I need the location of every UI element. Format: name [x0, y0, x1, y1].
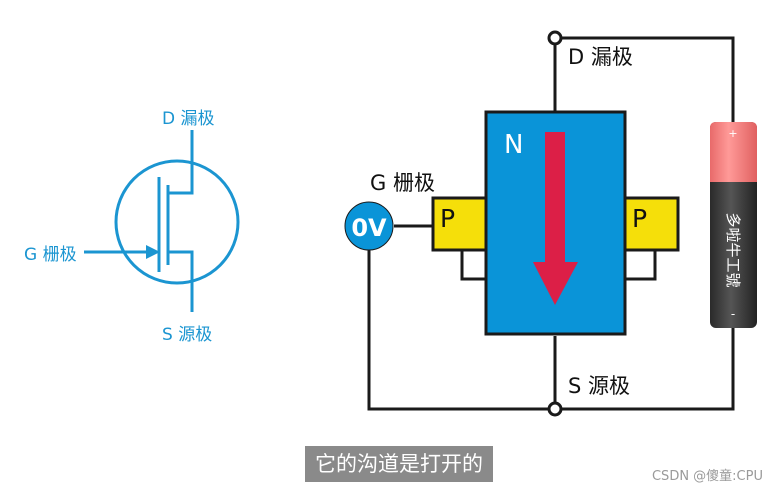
symbol-gate-arrow-icon	[146, 245, 160, 259]
battery: + - 多啦牛工號	[710, 122, 757, 328]
gate-return-wire	[367, 245, 555, 411]
symbol-gate-label: G 栅极	[24, 245, 77, 265]
p-region-right	[623, 196, 680, 252]
battery-plus-sign: +	[728, 127, 737, 140]
p-region-left	[431, 196, 488, 252]
drain-terminal	[547, 30, 563, 46]
p-region-right-label: P	[632, 204, 647, 233]
gate-voltage-value: 0V	[351, 214, 387, 242]
symbol-source-lead	[168, 250, 194, 312]
symbol-drain-lead	[168, 130, 194, 195]
drain-wire	[553, 36, 735, 122]
circuit-wires	[367, 36, 735, 411]
source-wire	[553, 328, 735, 411]
symbol-source-label: S 源极	[162, 325, 212, 345]
symbol-drain-label: D 漏极	[162, 109, 215, 129]
watermark: CSDN @傻童:CPU	[651, 469, 763, 484]
gate-voltage-source	[344, 201, 394, 251]
battery-positive-cap	[710, 122, 757, 182]
source-terminal	[547, 401, 563, 417]
source-label: S 源极	[568, 374, 630, 398]
p-right-contact	[625, 250, 657, 281]
battery-brand-text: 多啦牛工號	[724, 212, 742, 287]
battery-minus-sign: -	[731, 307, 735, 321]
mosfet-symbol	[84, 130, 240, 312]
current-arrow-shaft	[545, 132, 565, 262]
drain-label: D 漏极	[568, 45, 633, 69]
p-region-left-label: P	[440, 204, 455, 233]
current-arrow-head-icon	[533, 262, 578, 305]
symbol-circle	[114, 159, 240, 285]
p-left-contact	[460, 250, 486, 281]
caption: 它的沟道是打开的	[305, 446, 493, 482]
n-channel-label: N	[504, 130, 523, 160]
gate-label: G 栅极	[370, 171, 435, 195]
